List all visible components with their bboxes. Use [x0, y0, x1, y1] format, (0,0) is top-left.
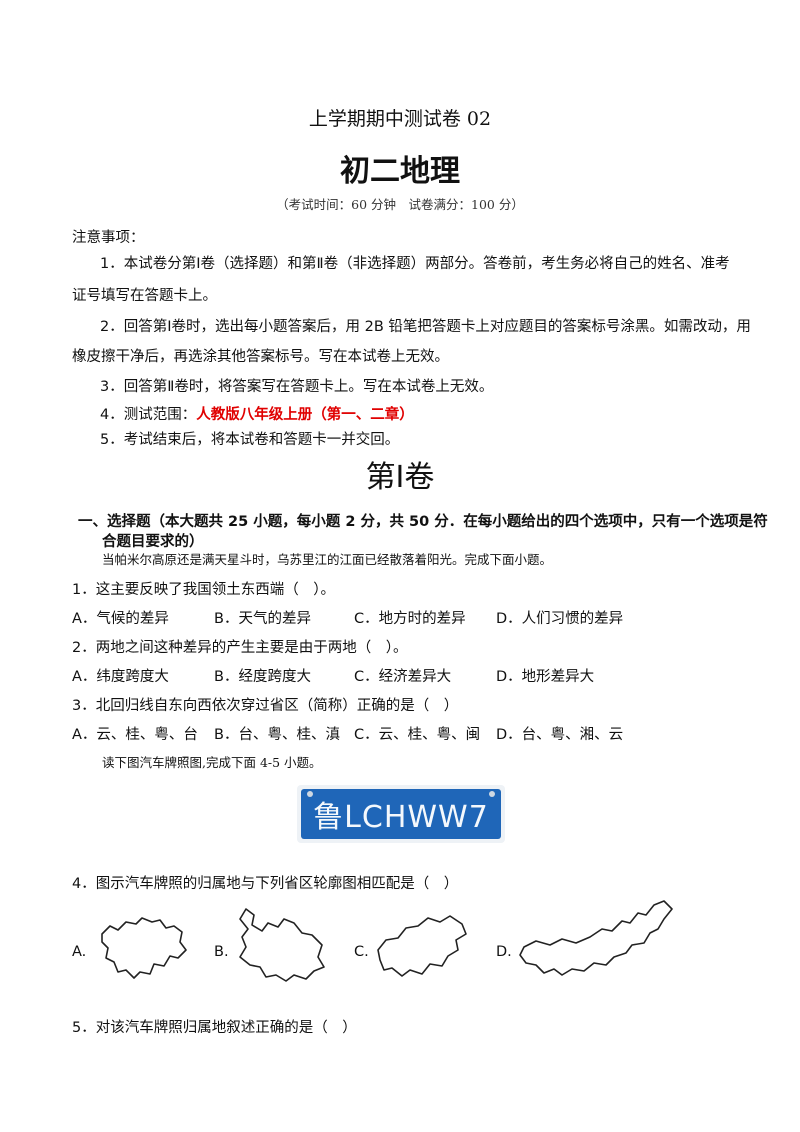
note-item-2-line-1: 2．回答第Ⅰ卷时，选出每小题答案后，用 2B 铅笔把答题卡上对应题目的答案标号涂… [100, 319, 751, 335]
question-4-stem: 4．图示汽车牌照的归属地与下列省区轮廓图相匹配是（ ） [72, 876, 459, 892]
question-1-stem: 1．这主要反映了我国领土东西端（ ）。 [72, 582, 335, 598]
question-4-option-a[interactable]: A. [72, 944, 87, 960]
question-1-option-a[interactable]: A．气候的差异 [72, 611, 169, 627]
note-item-5: 5．考试结束后，将本试卷和答题卡一并交回。 [100, 432, 400, 448]
volume-title: 第Ⅰ卷 [365, 460, 435, 495]
question-4-option-c[interactable]: C. [354, 944, 369, 960]
question-3-stem: 3．北回归线自东向西依次穿过省区（简称）正确的是（ ） [72, 698, 459, 714]
plate-intro: 读下图汽车牌照图,完成下面 4-5 小题。 [102, 755, 322, 770]
note-item-4: 4．测试范围：人教版八年级上册（第一、二章） [100, 403, 414, 424]
license-plate-text: 鲁LCHWW7 [313, 800, 489, 835]
note-item-1-line-1: 1．本试卷分第Ⅰ卷（选择题）和第Ⅱ卷（非选择题）两部分。答卷前，考生务必将自己的… [100, 256, 730, 272]
note-item-4-prefix: 4．测试范围： [100, 407, 197, 423]
exam-info: （考试时间：60 分钟 试卷满分：100 分） [276, 197, 524, 212]
section-heading-line-1: 一、选择题（本大题共 25 小题，每小题 2 分，共 50 分．在每小题给出的四… [78, 514, 768, 530]
province-outline-d-icon[interactable] [514, 895, 676, 985]
question-2-option-c[interactable]: C．经济差异大 [354, 669, 452, 685]
test-scope: 人教版八年级上册（第一、二章） [196, 407, 414, 423]
question-5-stem: 5．对该汽车牌照归属地叙述正确的是（ ） [72, 1020, 357, 1036]
note-item-2-line-2: 橡皮擦干净后，再选涂其他答案标号。写在本试卷上无效。 [72, 349, 449, 365]
license-plate-image: 鲁LCHWW7 [297, 785, 505, 843]
plate-bolt-left-icon [307, 791, 313, 797]
note-item-3: 3．回答第Ⅱ卷时，将答案写在答题卡上。写在本试卷上无效。 [100, 379, 494, 395]
section-intro: 当帕米尔高原还是满天星斗时，乌苏里江的江面已经散落着阳光。完成下面小题。 [102, 552, 553, 567]
license-plate: 鲁LCHWW7 [301, 789, 501, 839]
question-3-option-d[interactable]: D．台、粤、湘、云 [496, 727, 624, 743]
notes-heading: 注意事项： [72, 230, 145, 246]
section-heading-line-2: 合题目要求的） [102, 534, 204, 550]
province-outline-b-icon[interactable] [232, 905, 332, 985]
province-outline-c-icon[interactable] [372, 910, 472, 982]
question-1-option-d[interactable]: D．人们习惯的差异 [496, 611, 624, 627]
question-2-option-a[interactable]: A．纬度跨度大 [72, 669, 169, 685]
page-title: 初二地理 [340, 154, 460, 189]
exam-subtitle: 上学期期中测试卷 02 [308, 108, 492, 130]
question-3-option-b[interactable]: B．台、粤、桂、滇 [214, 727, 340, 743]
plate-bolt-right-icon [489, 791, 495, 797]
province-outline-a-icon[interactable] [98, 912, 190, 982]
question-2-option-d[interactable]: D．地形差异大 [496, 669, 595, 685]
question-1-option-b[interactable]: B．天气的差异 [214, 611, 311, 627]
question-2-option-b[interactable]: B．经度跨度大 [214, 669, 311, 685]
note-item-1-line-2: 证号填写在答题卡上。 [72, 288, 217, 304]
question-1-option-c[interactable]: C．地方时的差异 [354, 611, 466, 627]
question-3-option-c[interactable]: C．云、桂、粤、闽 [354, 727, 481, 743]
question-4-option-d[interactable]: D. [496, 944, 512, 960]
question-4-option-b[interactable]: B. [214, 944, 229, 960]
question-2-stem: 2．两地之间这种差异的产生主要是由于两地（ ）。 [72, 640, 408, 656]
question-3-option-a[interactable]: A．云、桂、粤、台 [72, 727, 198, 743]
